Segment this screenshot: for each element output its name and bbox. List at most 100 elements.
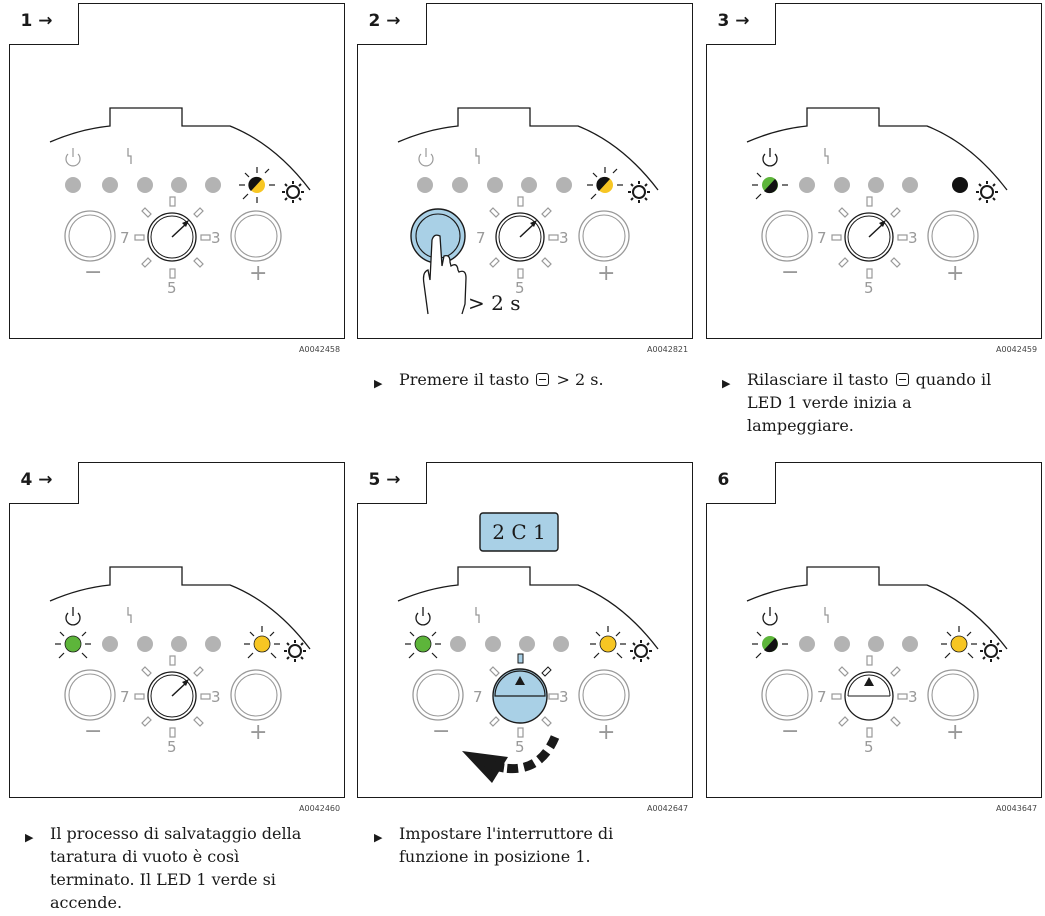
led-4-grey	[171, 636, 187, 652]
led-6-off-black	[952, 177, 968, 193]
plus-sign: +	[249, 261, 267, 286]
led-3-grey	[487, 177, 503, 193]
led-6-on-yellow	[941, 626, 977, 659]
dial-number-7: 7	[817, 688, 827, 706]
plus-button[interactable]	[230, 669, 282, 721]
minus-key-icon	[895, 373, 909, 386]
light-sun-icon	[980, 640, 1002, 662]
power-icon	[65, 607, 81, 626]
dial-number-3: 3	[211, 688, 221, 706]
rotary-switch[interactable]	[489, 196, 559, 279]
light-sun-icon	[284, 640, 306, 662]
led-4-grey	[868, 177, 884, 193]
panel-5-device-art: 2 C 1	[397, 512, 659, 783]
dial-number-3: 3	[559, 688, 569, 706]
caption-step-4: ▶ Il processo di salvataggio della tarat…	[25, 822, 355, 916]
plus-sign: +	[249, 720, 267, 745]
dial-number-7: 7	[476, 229, 486, 247]
led-2-grey	[102, 177, 118, 193]
panel-2-code: A0042821	[647, 345, 689, 354]
rotary-switch[interactable]	[831, 196, 908, 279]
led-6-on-yellow	[244, 626, 280, 659]
panel-6-label: 6	[705, 461, 776, 504]
rotary-switch[interactable]	[831, 655, 908, 738]
caption-step-3-line1-before: Rilasciare il tasto	[747, 370, 889, 389]
fault-icon	[127, 607, 132, 623]
minus-sign: −	[781, 260, 799, 285]
bullet-arrow-icon: ▶	[25, 831, 34, 844]
minus-sign: −	[84, 719, 102, 744]
led-2-grey	[799, 177, 815, 193]
plus-sign: +	[597, 720, 615, 745]
fault-icon	[475, 148, 480, 164]
rotary-switch[interactable]	[134, 196, 211, 279]
panel-5: 5 → 2 C 1	[356, 461, 693, 798]
panel-5-code: A0042647	[647, 804, 689, 813]
led-4-grey	[519, 636, 535, 652]
panel-3-label: 3 →	[705, 2, 776, 45]
led-2-grey	[799, 636, 815, 652]
minus-button[interactable]	[64, 669, 116, 721]
minus-button[interactable]	[761, 210, 813, 262]
light-sun-icon	[282, 181, 304, 203]
fault-icon	[127, 148, 132, 164]
dial-number-5: 5	[864, 738, 874, 756]
led-5-grey	[556, 177, 572, 193]
power-icon	[762, 607, 778, 626]
power-icon	[418, 148, 434, 167]
rotary-switch[interactable]	[134, 655, 211, 738]
led-3-grey	[137, 636, 153, 652]
minus-sign: −	[84, 260, 102, 285]
power-icon	[415, 607, 431, 626]
bullet-arrow-icon: ▶	[374, 377, 383, 390]
led-1-grey	[417, 177, 433, 193]
plus-button[interactable]	[578, 669, 630, 721]
led-3-grey	[834, 636, 850, 652]
power-icon	[762, 148, 778, 167]
caption-step-4-line2: taratura di vuoto è così	[50, 847, 240, 866]
caption-step-5: ▶ Impostare l'interruttore di funzione i…	[374, 822, 704, 872]
panel-1-code: A0042458	[299, 345, 341, 354]
minus-button[interactable]	[412, 669, 464, 721]
led-1-on-green	[405, 631, 441, 659]
dial-number-7: 7	[817, 229, 827, 247]
caption-step-5-line2: funzione in posizione 1.	[399, 847, 591, 866]
caption-step-2-text-after: > 2 s.	[556, 370, 604, 389]
plus-sign: +	[946, 261, 964, 286]
plus-button[interactable]	[230, 210, 282, 262]
led-6-on-yellow	[590, 626, 626, 659]
panel-3: 3 →	[705, 2, 1042, 339]
minus-sign: −	[432, 719, 450, 744]
dial-number-5: 5	[167, 279, 177, 297]
led-6-blinking-yellow	[587, 167, 623, 200]
dial-number-5: 5	[515, 738, 525, 756]
led-5-grey	[902, 636, 918, 652]
plus-button[interactable]	[927, 210, 979, 262]
caption-step-3: ▶ Rilasciare il tasto quando il LED 1 ve…	[722, 368, 1042, 443]
panel-4-code: A0042460	[299, 804, 341, 813]
panel-4-device-art: − + 7 3 5	[49, 566, 311, 756]
panel-3-device-art: − + 7 3 5	[746, 107, 1008, 297]
led-1-on-green	[55, 631, 91, 659]
plus-button[interactable]	[927, 669, 979, 721]
minus-button[interactable]	[761, 669, 813, 721]
panel-1-device-art: − + 7 3 5	[49, 107, 311, 297]
panel-2-device-art: > 2 s + 7 3 5	[397, 107, 659, 315]
panel-5-label: 5 →	[356, 461, 427, 504]
panel-4-label: 4 →	[8, 461, 79, 504]
panel-2: 2 →	[356, 2, 693, 339]
led-4-grey	[868, 636, 884, 652]
rotary-switch-highlighted[interactable]	[489, 653, 559, 738]
caption-step-4-line1: Il processo di salvataggio della	[50, 824, 302, 843]
led-3-grey	[834, 177, 850, 193]
led-2-grey	[450, 636, 466, 652]
plus-button[interactable]	[578, 210, 630, 262]
panel-6-device-art: − + 7 3 5	[746, 566, 1008, 756]
bullet-arrow-icon: ▶	[722, 377, 731, 390]
led-6-blinking-yellow	[239, 167, 275, 203]
panel-1-label: 1 →	[8, 2, 79, 45]
minus-button[interactable]	[64, 210, 116, 262]
dial-number-5: 5	[167, 738, 177, 756]
panel-6-code: A0043647	[996, 804, 1038, 813]
caption-step-3-line3: lampeggiare.	[747, 416, 854, 435]
